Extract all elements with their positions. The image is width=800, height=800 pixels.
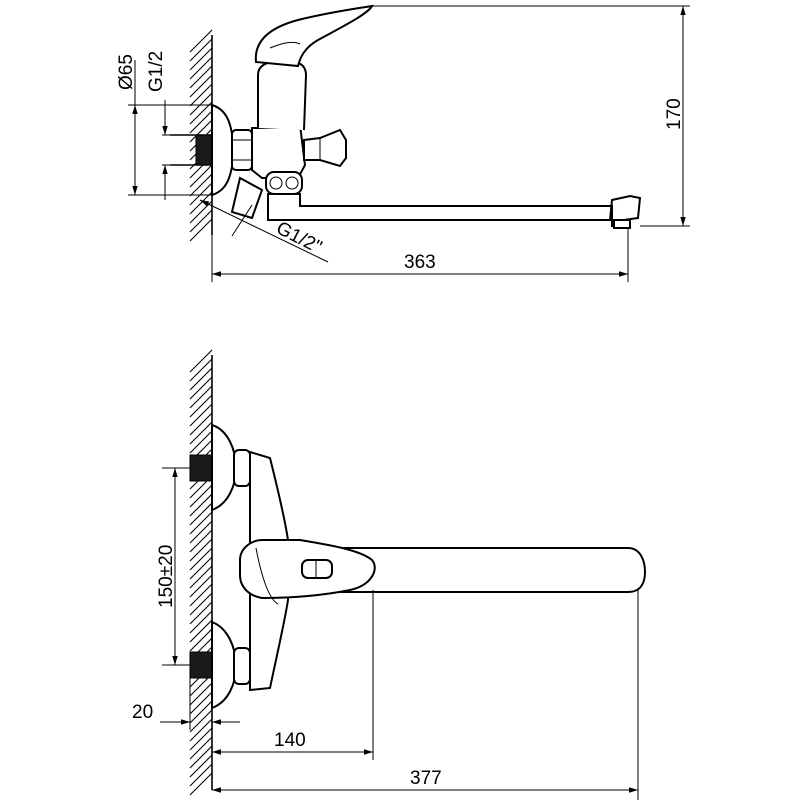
side-swivel-ring (265, 171, 303, 195)
side-faucet-body (251, 123, 307, 179)
front-spout (299, 547, 647, 593)
dim-thread-label: G1/2 (146, 51, 167, 92)
wall-hatch-line (189, 619, 213, 643)
front-view: 150±20 20 140 377 (132, 349, 647, 800)
wall-hatch-line (189, 718, 213, 742)
side-eccentric-nut (231, 129, 253, 171)
wall-hatch-line (189, 101, 213, 125)
wall-hatch-line (189, 520, 213, 544)
wall-hatch-line (189, 119, 213, 143)
side-spout (267, 193, 642, 227)
wall-hatch-line (189, 763, 213, 787)
dim-spout-reach-label: 363 (404, 252, 436, 273)
wall-hatch-line (189, 592, 213, 616)
wall-hatch-line (189, 430, 213, 454)
wall-hatch-line (189, 403, 213, 427)
wall-hatch-line (189, 38, 213, 62)
wall-hatch-line (189, 173, 213, 197)
wall-hatch-line (189, 493, 213, 517)
side-inlet-nipple (195, 134, 213, 166)
front-lower-nut (233, 647, 251, 685)
side-escutcheon (211, 103, 236, 197)
wall-hatch-line (189, 349, 213, 373)
wall-hatch-line (189, 538, 213, 562)
wall-hatch-line (189, 736, 213, 760)
dim-height-label: 170 (664, 98, 685, 130)
wall-hatch-line (189, 574, 213, 598)
wall-hatch-line (189, 92, 213, 116)
wall-hatch-line (189, 754, 213, 778)
wall-hatch-line (189, 502, 213, 526)
wall-hatch-line (189, 691, 213, 715)
wall-hatch-line (189, 83, 213, 107)
wall-hatch-line (189, 556, 213, 580)
wall-hatch-line (189, 610, 213, 634)
wall-hatch-line (189, 583, 213, 607)
wall-hatch-line (189, 601, 213, 625)
side-outlet-connector (230, 176, 264, 220)
front-handle-indicator (301, 559, 333, 579)
front-upper-nut (233, 449, 251, 487)
wall-hatch-line (189, 511, 213, 535)
dim-spout-reach: 363 (211, 228, 629, 282)
wall-hatch-line (189, 110, 213, 134)
wall-hatch-line (189, 682, 213, 706)
front-lower-inlet-nipple (189, 651, 213, 679)
wall-hatch-line (189, 700, 213, 724)
front-lower-escutcheon (211, 620, 238, 710)
wall-hatch-line (189, 182, 213, 206)
side-diverter-knob (303, 128, 347, 168)
wall-hatch-line (189, 547, 213, 571)
wall-hatch-line (189, 628, 213, 652)
wall-hatch-line (189, 209, 213, 233)
dim-handle-offset-label: 140 (274, 730, 306, 751)
dim-total-length: 377 (212, 590, 639, 800)
wall-hatch-line (189, 376, 213, 400)
dim-center-distance-label: 150±20 (156, 545, 177, 608)
dim-wall-offset: 20 (132, 678, 240, 730)
side-aerator (613, 219, 631, 229)
front-upper-escutcheon (211, 423, 238, 512)
dim-total-length-label: 377 (410, 768, 442, 789)
wall-hatch-line (189, 709, 213, 733)
wall-hatch-line (189, 421, 213, 445)
dim-pipe-diameter: Ø65 (116, 54, 212, 196)
wall-hatch-line (189, 385, 213, 409)
dim-wall-offset-label: 20 (132, 702, 153, 723)
side-cartridge-housing (257, 61, 308, 131)
wall-hatch-line (189, 65, 213, 89)
dim-height: 170 (370, 5, 690, 227)
side-lever-handle (254, 4, 374, 68)
wall-hatch-line (189, 484, 213, 508)
wall-hatch-line (189, 412, 213, 436)
dim-handle-offset: 140 (212, 590, 374, 760)
wall-hatch-line (189, 772, 213, 796)
front-upper-inlet-nipple (189, 454, 213, 482)
dim-outlet-thread-label: G1/2" (273, 218, 325, 258)
dim-center-distance: 150±20 (156, 467, 190, 666)
dim-pipe-diameter-label: Ø65 (116, 54, 137, 90)
wall-hatch-line (189, 47, 213, 71)
dim-thread: G1/2 (146, 51, 196, 200)
front-wall-hatching (189, 349, 213, 796)
wall-hatch-line (189, 74, 213, 98)
side-view: Ø65 G1/2 G1/2" 170 363 (116, 4, 690, 282)
wall-hatch-line (189, 745, 213, 769)
wall-hatch-line (189, 29, 213, 53)
wall-hatch-line (189, 367, 213, 391)
wall-hatch-line (189, 358, 213, 382)
wall-hatch-line (189, 529, 213, 553)
wall-hatch-line (189, 394, 213, 418)
wall-hatch-line (189, 218, 213, 242)
wall-hatch-line (189, 565, 213, 589)
wall-hatch-line (189, 727, 213, 751)
wall-hatch-line (189, 56, 213, 80)
wall-hatch-line (189, 164, 213, 188)
